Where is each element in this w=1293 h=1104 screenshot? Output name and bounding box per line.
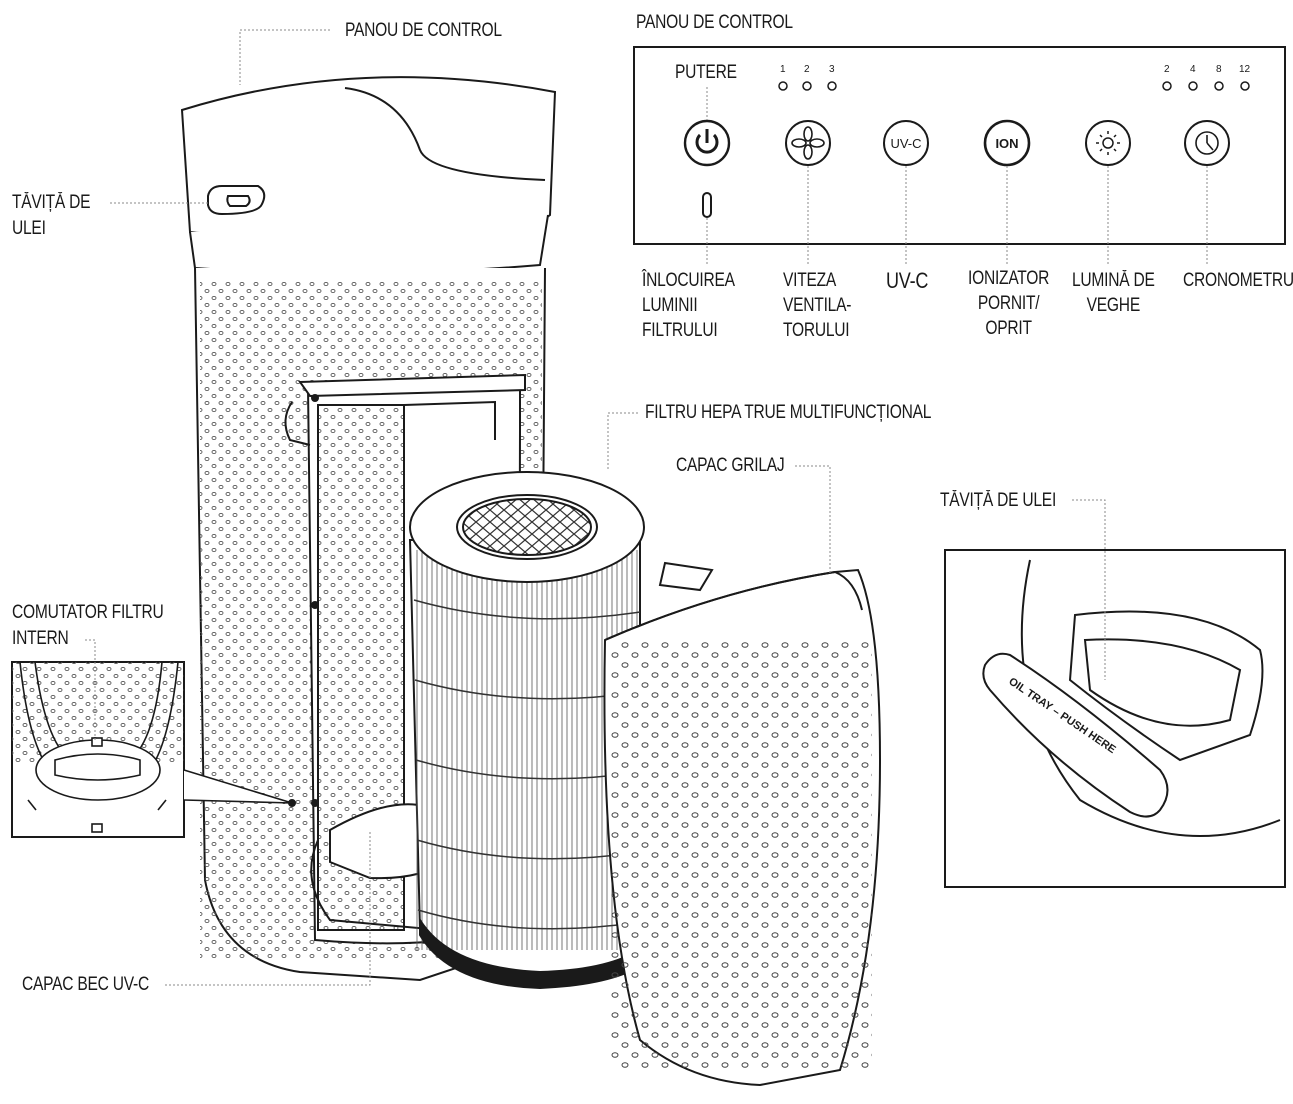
oil-tray-label-line2: ULEI [12, 218, 46, 239]
speed-led-3 [827, 81, 837, 91]
timer-led-1 [1162, 81, 1172, 91]
timer-led-4 [1240, 81, 1250, 91]
oil-tray-inset: OIL TRAY – PUSH HERE [944, 549, 1286, 888]
filter-light-indicator [702, 192, 712, 218]
fan-icon [791, 126, 825, 160]
timer-led-label-2: 4 [1190, 64, 1196, 75]
power-icon [695, 133, 719, 154]
timer-button[interactable] [1184, 120, 1230, 166]
timer-led-label-3: 8 [1216, 64, 1222, 75]
hepa-filter [408, 471, 714, 990]
caption-timer: CRONOMETRU [1183, 270, 1293, 291]
leader-lines [85, 29, 1106, 986]
caption-uvc: UV-C [886, 268, 929, 293]
grille-cover-label: CAPAC GRILAJ [676, 455, 785, 476]
hepa-filter-label: FILTRU HEPA TRUE MULTIFUNCȚIONAL [645, 402, 932, 423]
control-panel-label: PANOU DE CONTROL [345, 20, 502, 41]
speed-led-label-1: 1 [780, 64, 786, 75]
caption-filter-light: ÎNLOCUIREA LUMINII FILTRULUI [642, 270, 735, 341]
timer-led-label-1: 2 [1164, 64, 1170, 75]
fan-speed-button[interactable] [785, 120, 831, 166]
oil-tray-label-line1: TĂVIȚĂ DE [12, 192, 91, 213]
speed-led-label-3: 3 [829, 64, 835, 75]
svg-text:ION: ION [995, 136, 1018, 151]
speed-led-2 [802, 81, 812, 91]
internal-switch-label-line2: INTERN [12, 628, 69, 649]
internal-switch-inset [11, 661, 293, 838]
caption-ionizer: IONIZATOR PORNIT/ OPRIT [968, 268, 1050, 339]
timer-led-2 [1188, 81, 1198, 91]
oil-tray-detail-label: TĂVIȚĂ DE ULEI [940, 490, 1057, 511]
power-label: PUTERE [675, 62, 737, 83]
uvc-button[interactable]: UV-C [883, 120, 929, 166]
clock-icon [1195, 131, 1219, 155]
internal-switch-label-line1: COMUTATOR FILTRU [12, 602, 164, 623]
uvc-cover-label: CAPAC BEC UV-C [22, 974, 149, 995]
svg-text:UV-C: UV-C [890, 136, 921, 151]
caption-fan-speed: VITEZA VENTILA- TORULUI [783, 270, 852, 341]
panel-title: PANOU DE CONTROL [636, 12, 793, 33]
ion-button[interactable]: ION [983, 119, 1031, 167]
timer-led-3 [1214, 81, 1224, 91]
grille-cover [603, 568, 882, 1087]
night-light-button[interactable] [1085, 120, 1131, 166]
oil-tray-push-plate [982, 652, 1169, 818]
caption-night-light: LUMINĂ DE VEGHE [1072, 270, 1155, 316]
control-panel: UV-C ION [633, 46, 1286, 265]
timer-led-label-4: 12 [1239, 64, 1251, 75]
speed-led-label-2: 2 [804, 64, 810, 75]
power-button[interactable] [683, 119, 731, 167]
sun-icon [1096, 131, 1120, 155]
cap-oil-tray [207, 185, 266, 216]
speed-led-1 [778, 81, 788, 91]
